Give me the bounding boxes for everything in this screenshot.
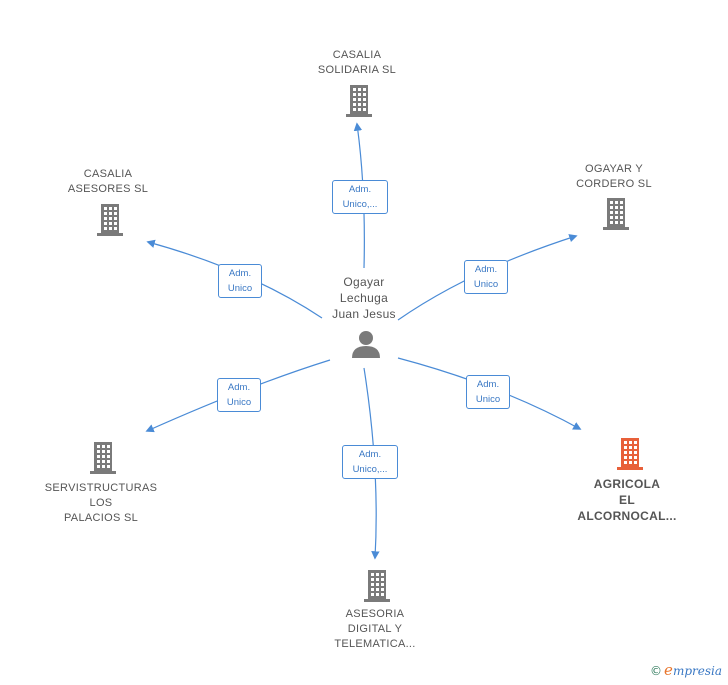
node-label-asesoria[interactable]: ASESORIA DIGITAL Y TELEMATICA...: [295, 607, 455, 652]
node-label-line: SERVISTRUCTURAS: [44, 482, 158, 494]
building-icon-ogayar-cordero[interactable]: [603, 198, 629, 230]
node-label-casalia-asesores[interactable]: CASALIA ASESORES SL: [28, 167, 188, 197]
edge-label-line: Adm.: [348, 184, 372, 195]
building-icon-agricola[interactable]: [617, 438, 643, 470]
node-label-line: LOS: [89, 497, 113, 509]
building-icon-casalia-asesores[interactable]: [97, 204, 123, 236]
edge-label-line: Unico: [227, 283, 253, 294]
edge-label-line: Adm.: [358, 449, 382, 460]
edge-label-casalia-solidaria[interactable]: Adm. Unico,...: [332, 180, 388, 214]
edge-label-line: Adm.: [476, 379, 500, 390]
node-label-casalia-solidaria[interactable]: CASALIA SOLIDARIA SL: [277, 48, 437, 78]
building-icon-asesoria[interactable]: [364, 570, 390, 602]
edge-label-line: Adm.: [474, 264, 498, 275]
edge-label-line: Unico,...: [352, 464, 388, 475]
node-label-line: DIGITAL Y: [347, 623, 403, 635]
building-icon-casalia-solidaria[interactable]: [346, 85, 372, 117]
node-label-line: ASESORES SL: [67, 183, 149, 195]
node-label-line: CASALIA: [332, 49, 382, 61]
node-label-line: CORDERO SL: [576, 178, 652, 190]
center-name-line-3: Juan Jesus: [332, 307, 396, 321]
edge-label-line: Adm.: [227, 382, 251, 393]
edge-label-ogayar-cordero[interactable]: Adm. Unico: [464, 260, 508, 294]
center-person-label[interactable]: Ogayar Lechuga Juan Jesus: [294, 274, 434, 322]
node-label-line: ALCORNOCAL...: [577, 509, 677, 523]
edge-label-line: Unico: [226, 397, 252, 408]
node-label-line: EL: [619, 493, 635, 507]
node-label-line: AGRICOLA: [593, 477, 661, 491]
node-label-line: TELEMATICA...: [334, 638, 416, 650]
edge-label-servistructuras[interactable]: Adm. Unico: [217, 378, 261, 412]
node-label-line: OGAYAR Y: [584, 163, 644, 175]
edge-label-asesoria[interactable]: Adm. Unico,...: [342, 445, 398, 479]
node-label-line: PALACIOS SL: [63, 512, 139, 524]
person-icon[interactable]: [352, 331, 380, 358]
node-label-line: ASESORIA: [345, 608, 405, 620]
brand-initial: e: [664, 661, 673, 679]
building-icon-servistructuras[interactable]: [90, 442, 116, 474]
node-label-agricola[interactable]: AGRICOLA EL ALCORNOCAL...: [547, 476, 707, 524]
brand-name: mpresia: [672, 664, 722, 678]
edge-label-line: Unico,...: [342, 199, 378, 210]
copyright-symbol: ©: [650, 664, 663, 678]
center-name-line-1: Ogayar: [343, 275, 385, 289]
edge-label-line: Unico: [475, 394, 501, 405]
edge-label-line: Adm.: [228, 268, 252, 279]
empresia-watermark: ©empresia: [650, 661, 722, 679]
node-label-line: CASALIA: [83, 168, 133, 180]
edge-label-agricola[interactable]: Adm. Unico: [466, 375, 510, 409]
node-label-ogayar-cordero[interactable]: OGAYAR Y CORDERO SL: [534, 162, 694, 192]
node-label-line: SOLIDARIA SL: [317, 64, 397, 76]
icons-layer: [90, 85, 643, 602]
edge-label-casalia-asesores[interactable]: Adm. Unico: [218, 264, 262, 298]
edge-label-line: Unico: [473, 279, 499, 290]
center-name-line-2: Lechuga: [339, 291, 389, 305]
node-label-servistructuras[interactable]: SERVISTRUCTURAS LOS PALACIOS SL: [21, 481, 181, 526]
